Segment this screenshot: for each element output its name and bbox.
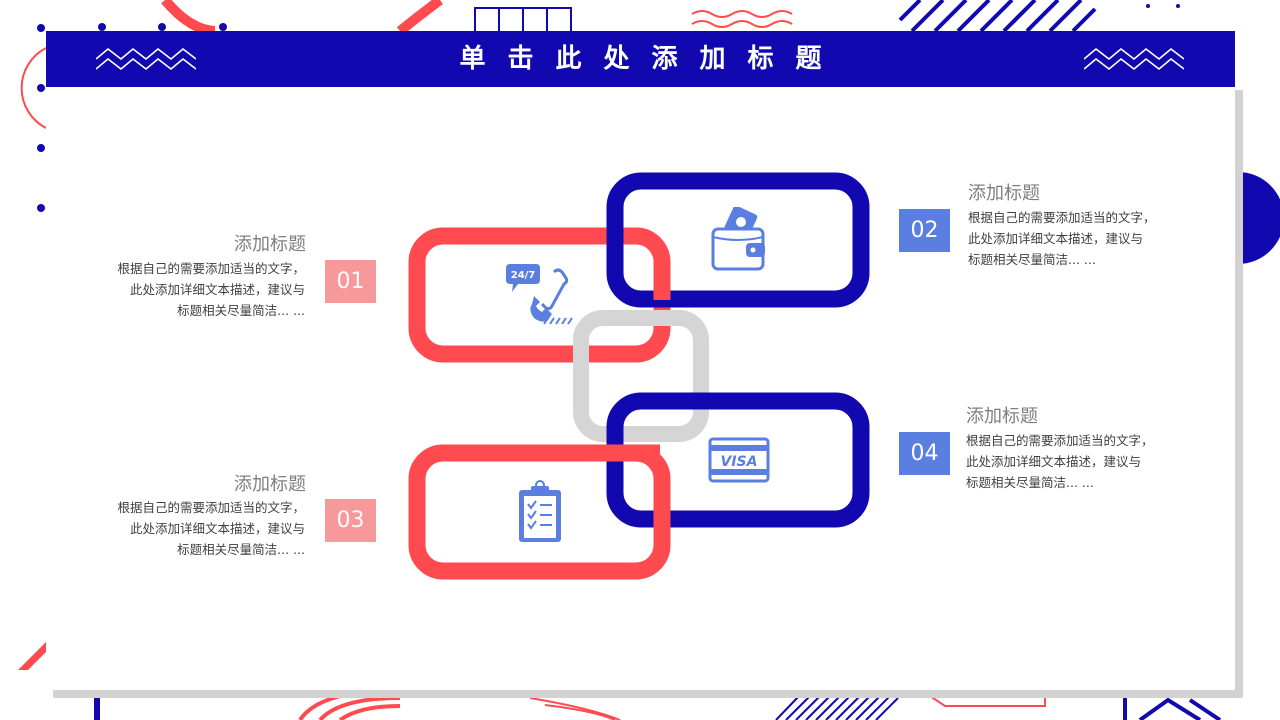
item-02-desc-line: 根据自己的需要添加适当的文字， [968, 210, 1156, 225]
item-02-title[interactable]: 添加标题 [968, 183, 1040, 204]
wallet-icon [711, 207, 765, 271]
item-04-desc-line: 根据自己的需要添加适当的文字， [966, 433, 1154, 448]
interlocking-frames [408, 172, 870, 580]
item-01-desc-line: 此处添加详细文本描述，建议与 [129, 282, 305, 297]
title-bar: 单击此处添加标题 [46, 31, 1235, 87]
zigzag-left-icon [96, 47, 196, 71]
item-04-number: 04 [899, 432, 950, 475]
item-03-desc-line: 标题相关尽量简洁... ... [177, 542, 305, 557]
item-02-number: 02 [899, 209, 950, 252]
item-04-desc-line: 标题相关尽量简洁... ... [966, 475, 1094, 490]
item-02-desc-line: 标题相关尽量简洁... ... [968, 252, 1096, 267]
frame-center [573, 310, 709, 442]
page-title[interactable]: 单击此处添加标题 [459, 44, 844, 74]
item-01-desc-line: 根据自己的需要添加适当的文字， [117, 261, 305, 276]
clipboard-checklist-icon [519, 480, 561, 542]
frame-03 [408, 444, 671, 580]
item-02-desc-line: 此处添加详细文本描述，建议与 [968, 231, 1144, 246]
phone-24-7-icon: 24/7 [506, 264, 573, 325]
item-04-desc-line: 此处添加详细文本描述，建议与 [966, 454, 1142, 469]
item-01-title[interactable]: 添加标题 [234, 234, 306, 255]
item-03-title[interactable]: 添加标题 [234, 474, 306, 495]
zigzag-right-icon [1084, 47, 1184, 71]
visa-text: VISA [721, 454, 758, 470]
item-03-desc[interactable]: 根据自己的需要添加适当的文字， 此处添加详细文本描述，建议与 标题相关尽量简洁.… [60, 497, 305, 560]
item-04-title[interactable]: 添加标题 [966, 406, 1038, 427]
item-01-number: 01 [325, 260, 376, 303]
item-02-desc[interactable]: 根据自己的需要添加适当的文字， 此处添加详细文本描述，建议与 标题相关尽量简洁.… [968, 207, 1156, 270]
item-01-desc-line: 标题相关尽量简洁... ... [177, 303, 305, 318]
item-03-number: 03 [325, 499, 376, 542]
phone-badge-text: 24/7 [511, 270, 536, 281]
item-04-desc[interactable]: 根据自己的需要添加适当的文字， 此处添加详细文本描述，建议与 标题相关尽量简洁.… [966, 430, 1154, 493]
item-03-desc-line: 此处添加详细文本描述，建议与 [129, 521, 305, 536]
visa-card-icon: VISA [708, 437, 770, 483]
item-01-desc[interactable]: 根据自己的需要添加适当的文字， 此处添加详细文本描述，建议与 标题相关尽量简洁.… [60, 258, 305, 321]
item-03-desc-line: 根据自己的需要添加适当的文字， [117, 500, 305, 515]
frame-02 [606, 172, 870, 308]
